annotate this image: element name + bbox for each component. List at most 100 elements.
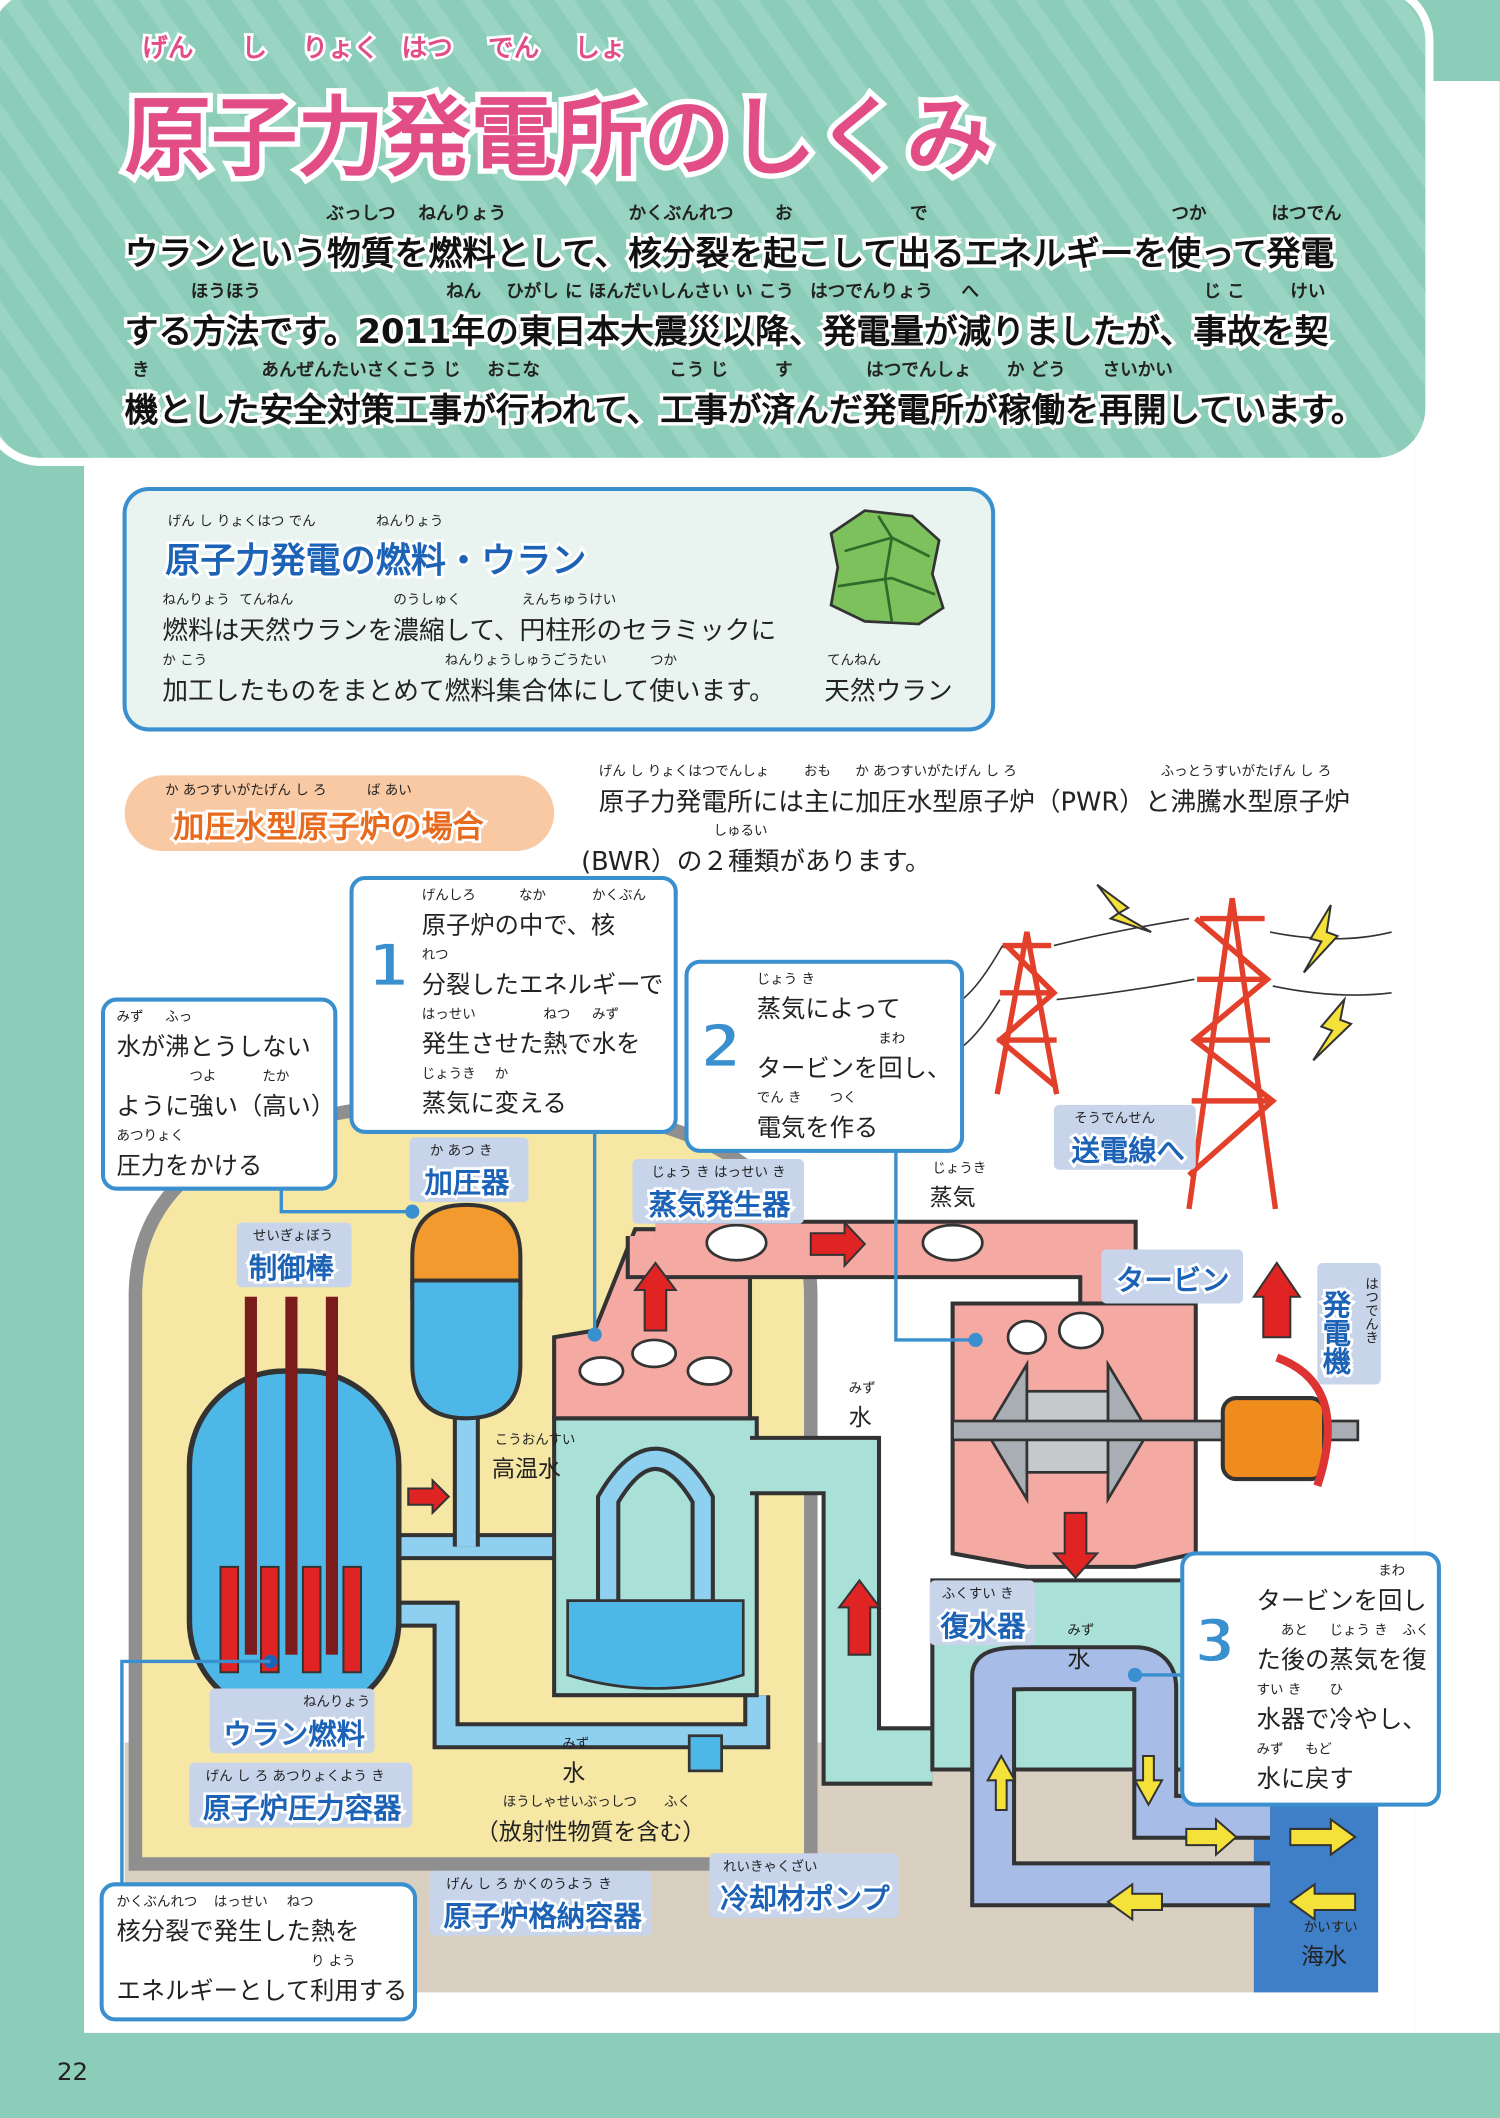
svg-text:機とした安全対策工事が行われて、工事が済んだ発電所が稼働を再: 機とした安全対策工事が行われて、工事が済んだ発電所が稼働を再開しています。 (125, 390, 1365, 429)
svg-text:2: 2 (700, 1013, 741, 1082)
callout-step-2: 2 蒸気によって タービンを回し、 電気を作る じょう き まわ でん き つく (684, 959, 965, 1153)
svg-text:冷却材ポンプ: 冷却材ポンプ (720, 1883, 890, 1916)
svg-text:復水器: 復水器 (939, 1610, 1026, 1643)
svg-text:はっせい: はっせい (422, 1006, 476, 1022)
svg-text:燃料は天然ウランを濃縮して、円柱形のセラミックに: 燃料は天然ウランを濃縮して、円柱形のセラミックに (162, 616, 776, 646)
svg-text:もど: もど (1305, 1741, 1332, 1757)
svg-text:みず: みず (1257, 1741, 1284, 1757)
svg-text:はつでん: はつでん (1271, 204, 1341, 224)
svg-text:す: す (775, 361, 793, 381)
svg-text:ねつ: ねつ (287, 1894, 314, 1910)
svg-text:（放射性物質を含む）: （放射性物質を含む） (476, 1820, 706, 1846)
sea (1253, 1785, 1379, 1993)
svg-text:はつでんき: はつでんき (1362, 1276, 1378, 1344)
svg-text:か こう: か こう (162, 653, 207, 669)
svg-text:はつ: はつ (402, 34, 453, 64)
svg-text:送電線へ: 送電線へ (1071, 1134, 1184, 1167)
svg-text:海水: 海水 (1301, 1944, 1347, 1970)
svg-text:じょう き: じょう き (757, 971, 815, 987)
svg-text:ひがし に ほんだいしんさい い こう: ひがし に ほんだいしんさい い こう (506, 281, 794, 302)
svg-text:水が沸とうしない: 水が沸とうしない (116, 1032, 310, 1061)
svg-text:ねんりょう: ねんりょう (376, 513, 444, 529)
svg-text:かいすい: かいすい (1304, 1920, 1358, 1936)
callout-pressure-note: 水が沸とうしない ように強い（高い） 圧力をかける みず ふっ つよ たか あつ… (100, 997, 338, 1191)
svg-text:みず: みず (849, 1381, 876, 1397)
svg-text:まわ: まわ (878, 1031, 905, 1047)
svg-text:こう じ: こう じ (669, 361, 728, 381)
svg-text:げん し ろ かくのうよう き: げん し ろ かくのうよう き (446, 1876, 612, 1892)
svg-text:たか: たか (262, 1069, 289, 1085)
svg-text:(BWR）の２種類があります。: (BWR）の２種類があります。 (581, 847, 931, 877)
fuel-rods (219, 1565, 362, 1674)
svg-text:じょう き はっせい き: じょう き はっせい き (651, 1165, 785, 1181)
svg-text:けい: けい (1290, 282, 1325, 302)
svg-text:ねんりょう: ねんりょう (303, 1694, 371, 1710)
svg-text:水: 水 (849, 1405, 872, 1431)
svg-text:げんしろ: げんしろ (422, 888, 476, 904)
control-rods (244, 1296, 339, 1655)
svg-text:なか: なか (519, 888, 547, 904)
svg-text:こうおんすい: こうおんすい (495, 1432, 576, 1448)
intro-paragraph: ウランという物質を燃料として、核分裂を起こして出るエネルギーを使って発電 する方… (121, 204, 1368, 433)
page-number: 22 (57, 2057, 88, 2086)
svg-text:原子力発電所のしくみ: 原子力発電所のしくみ (125, 88, 993, 188)
svg-text:高温水: 高温水 (492, 1456, 561, 1482)
svg-text:天然ウラン: 天然ウラン (824, 677, 952, 707)
svg-text:れつ: れつ (422, 947, 449, 963)
svg-text:3: 3 (1194, 1607, 1235, 1676)
svg-text:ふっとうすいがたげん し ろ: ふっとうすいがたげん し ろ (1161, 763, 1332, 779)
svg-text:えんちゅうけい: えんちゅうけい (522, 592, 617, 608)
callout-step-3: 3 タービンを回し た後の蒸気を復 水器で冷やし、 水に戻す まわ あと じょう… (1180, 1551, 1441, 1807)
svg-text:原子炉格納容器: 原子炉格納容器 (443, 1900, 642, 1933)
generator (1220, 1396, 1327, 1482)
svg-text:分裂したエネルギーで: 分裂したエネルギーで (422, 970, 664, 999)
svg-text:げん し りょくはつでんしょ: げん し りょくはつでんしょ (599, 763, 770, 779)
svg-text:原子炉圧力容器: 原子炉圧力容器 (203, 1792, 402, 1825)
svg-text:じょうき: じょうき (422, 1066, 476, 1082)
svg-text:そうでんせん: そうでんせん (1074, 1110, 1155, 1126)
svg-text:1: 1 (368, 932, 409, 1001)
callout-fission-note: 核分裂で発生した熱を エネルギーとして利用する かくぶんれつ はっせい ねつ り… (99, 1882, 418, 2022)
svg-text:加圧水型原子炉の場合: 加圧水型原子炉の場合 (173, 809, 484, 845)
label-turbine: タービン (1101, 1249, 1244, 1304)
svg-text:しょ: しょ (574, 34, 625, 64)
page-title: 原子力発電所のしくみ げん し りょく はつ でん しょ (119, 31, 998, 194)
svg-text:すい き: すい き (1257, 1682, 1302, 1698)
svg-text:ひ: ひ (1329, 1682, 1343, 1698)
svg-text:加工したものをまとめて燃料集合体にして使います。: 加工したものをまとめて燃料集合体にして使います。 (162, 677, 774, 707)
svg-text:かくぶん: かくぶん (592, 888, 646, 904)
uranium-ore-icon (829, 509, 945, 626)
svg-text:タービンを回し、: タービンを回し、 (757, 1054, 951, 1083)
svg-text:発電機: 発電機 (1318, 1290, 1351, 1375)
svg-text:ほうほう: ほうほう (191, 282, 261, 302)
transmission-towers (961, 897, 1392, 1210)
svg-text:じょうき: じょうき (932, 1160, 986, 1176)
svg-text:つか: つか (650, 653, 677, 669)
svg-text:りょく: りょく (302, 34, 379, 64)
svg-text:か: か (495, 1066, 509, 1082)
svg-text:じ こ: じ こ (1204, 282, 1245, 302)
svg-text:あんぜんたいさくこう じ: あんぜんたいさくこう じ (261, 361, 460, 381)
label-generator: 発電機はつでんき (1316, 1262, 1381, 1385)
svg-text:はっせい: はっせい (214, 1894, 268, 1910)
svg-text:蒸気発生器: 蒸気発生器 (649, 1188, 791, 1221)
svg-text:まわ: まわ (1378, 1563, 1405, 1579)
seawater-arrows (986, 1753, 1357, 1922)
turbine-rotor (951, 1359, 1360, 1505)
svg-text:ほうしゃせいぶっしつ ふく: ほうしゃせいぶっしつ ふく (503, 1794, 691, 1810)
svg-text:ねん: ねん (446, 282, 481, 302)
svg-text:でん き: でん き (757, 1090, 802, 1106)
svg-text:でん: でん (488, 34, 539, 64)
svg-text:おも: おも (804, 763, 831, 779)
pwr-section-pill: 加圧水型原子炉の場合 か あつすいがたげん し ろ ば あい (124, 775, 555, 851)
svg-text:せいぎょぼう: せいぎょぼう (253, 1228, 333, 1244)
svg-text:ふく: ふく (1402, 1622, 1429, 1638)
svg-text:げん し ろ あつりょくよう き: げん し ろ あつりょくよう き (206, 1768, 385, 1784)
svg-text:かくぶんれつ: かくぶんれつ (116, 1894, 197, 1910)
svg-text:蒸気: 蒸気 (930, 1185, 976, 1211)
callout-step-1: 1 原子炉の中で、核 分裂したエネルギーで 発生させた熱で水を 蒸気に変える げ… (349, 875, 678, 1134)
